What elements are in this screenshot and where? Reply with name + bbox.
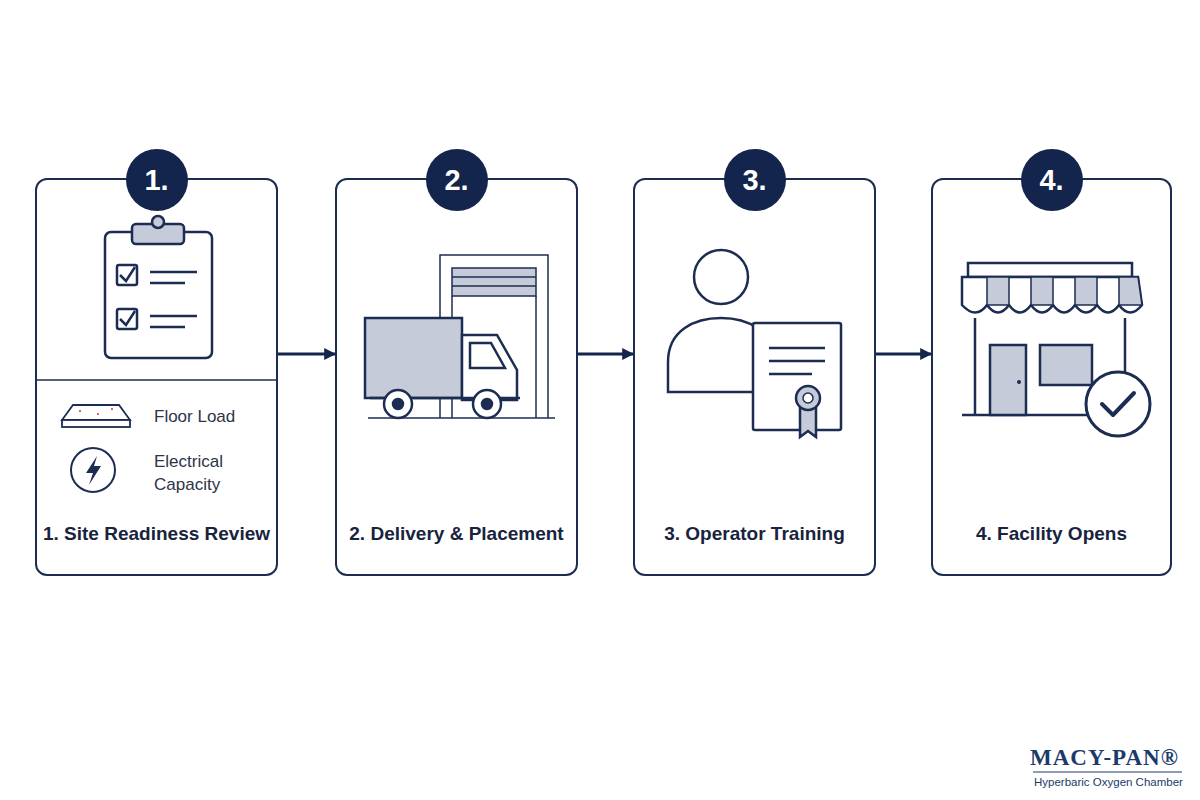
ground-line [368, 417, 555, 419]
dock-door-top [452, 268, 536, 296]
truck-wheel [473, 390, 501, 418]
step-badge: 1. [126, 149, 188, 211]
flow-arrow [578, 353, 633, 356]
awning-stripe [987, 277, 1009, 305]
awning-stripe [1119, 277, 1142, 305]
storefront-icon [962, 263, 1150, 436]
step-card: Floor LoadElectrical Capacity 1. Site Rea… [35, 178, 278, 576]
dock-frame [440, 255, 548, 418]
store-door [990, 345, 1026, 415]
step-badge: 4. [1021, 149, 1083, 211]
door-slat [452, 276, 536, 278]
clipboard-board [105, 232, 212, 358]
awning-bar [968, 263, 1132, 277]
door-side [451, 296, 453, 418]
checkmark [120, 267, 135, 281]
step-label: 3. Operator Training [635, 523, 874, 545]
truck-icon [365, 318, 520, 418]
clipboard-clip-ring [152, 216, 164, 228]
flow-arrow [876, 353, 931, 356]
step-label: 1. Site Readiness Review [37, 523, 276, 545]
flow-arrow [278, 353, 335, 356]
clipboard-clip [132, 224, 184, 244]
slab-dot [111, 408, 113, 410]
lightning-bolt [86, 456, 101, 485]
floor-slab-icon [62, 405, 130, 427]
brand-tagline: Hyperbaric Oxygen Chamber [1034, 776, 1183, 788]
clipboard-icon [105, 216, 212, 358]
step-number: 1. [144, 164, 168, 197]
checkbox [117, 265, 137, 285]
step-label: 4. Facility Opens [933, 523, 1170, 545]
slab-dot [97, 413, 99, 415]
slab-top [62, 405, 130, 420]
step-number: 3. [742, 164, 766, 197]
truck-window [470, 343, 505, 368]
step-card: 2. Delivery & Placement2. [335, 178, 578, 576]
text-line [150, 326, 185, 329]
lightning-icon [71, 448, 115, 492]
check-badge [1086, 372, 1150, 436]
feature-label: Electrical Capacity [154, 450, 264, 496]
text-line [150, 315, 197, 318]
text-line [769, 347, 825, 350]
door-slat [452, 285, 536, 287]
lightning-ring [71, 448, 115, 492]
seal-ribbon [800, 405, 816, 437]
feature-label: Floor Load [154, 405, 274, 428]
truck-cab [462, 335, 517, 400]
wheel-hub [482, 399, 492, 409]
trainee-icon [668, 250, 841, 437]
brand-logo: MACY-PAN® [1030, 745, 1179, 771]
text-line [769, 360, 825, 363]
store-base [962, 414, 1090, 417]
checkbox [117, 309, 137, 329]
awning-stripe [1075, 277, 1097, 305]
certificate [753, 323, 841, 430]
truck-chassis [370, 397, 520, 400]
text-line [150, 271, 197, 274]
door-knob [1017, 380, 1021, 384]
awning-stripe [1031, 277, 1053, 305]
step-badge: 3. [724, 149, 786, 211]
store-wall [1124, 318, 1127, 372]
divider-line [35, 379, 278, 381]
step-number: 4. [1039, 164, 1063, 197]
slab-dot [79, 410, 81, 412]
logo-rule [1033, 772, 1182, 773]
text-line [769, 373, 812, 376]
step-card: 4. Facility Opens4. [931, 178, 1172, 576]
person-head [694, 250, 748, 304]
truck-cargo [365, 318, 462, 398]
loading-dock-icon [368, 255, 555, 418]
wheel-hub [393, 399, 403, 409]
check-mark [1102, 393, 1134, 415]
awning [962, 277, 1142, 313]
door-side [535, 296, 537, 418]
step-label: 2. Delivery & Placement [337, 523, 576, 545]
slab-front [62, 420, 130, 427]
store-wall [974, 318, 977, 415]
truck-wheel [384, 390, 412, 418]
step-badge: 2. [426, 149, 488, 211]
certificate-seal [796, 386, 820, 410]
person-body [668, 318, 774, 392]
checkmark [120, 311, 135, 325]
text-line [150, 282, 185, 285]
step-card: 3. Operator Training3. [633, 178, 876, 576]
step-number: 2. [444, 164, 468, 197]
seal-center [803, 393, 813, 403]
store-window [1040, 345, 1092, 385]
